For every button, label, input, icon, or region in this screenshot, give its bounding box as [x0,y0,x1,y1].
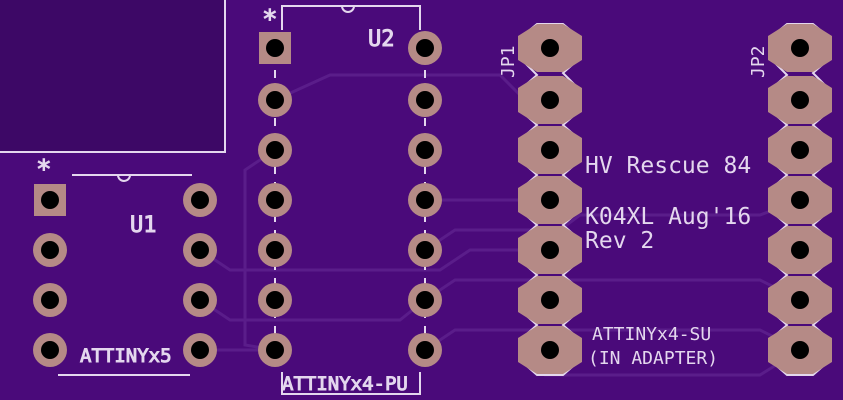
u2-pad [258,133,292,167]
drill-hole [266,39,284,57]
jp2-pad [768,326,832,374]
drill-hole [41,241,59,259]
board-outline [0,0,226,153]
trace [424,198,801,252]
jp2-pad [768,276,832,324]
u2-pad [258,283,292,317]
drill-hole [191,341,209,359]
jp1-pad [518,226,582,274]
u1-pad [183,183,217,217]
pads [33,24,832,374]
note-author-date: K04XL Aug'16 [585,204,751,230]
jp2-pad [768,24,832,72]
jp1-pad [518,76,582,124]
note-title: HV Rescue 84 [585,153,751,179]
jp1-pad [518,126,582,174]
drill-hole [416,341,434,359]
drill-hole [791,291,809,309]
u1-notch [117,174,131,182]
drill-hole [266,341,284,359]
drill-hole [541,241,559,259]
u1-part-label: ATTINYx5 [80,345,172,367]
u1-pad [183,333,217,367]
drill-hole [791,191,809,209]
drill-hole [266,91,284,109]
drill-hole [791,141,809,159]
trace [199,248,525,272]
drill-hole [266,191,284,209]
note-revision: Rev 2 [585,228,654,254]
jp1-pad [518,176,582,224]
u1-designator: U1 [130,213,157,238]
u2-notch [341,5,355,13]
drill-hole [541,341,559,359]
u2-pad [408,233,442,267]
trace [274,73,527,102]
drill-hole [416,291,434,309]
drill-hole [41,291,59,309]
u2-pad [258,183,292,217]
u1-silkscreen: * U1 ATTINYx5 [36,155,192,376]
u1-pad [33,333,67,367]
drill-hole [191,291,209,309]
u2-part-label: ATTINYx4-PU [282,373,408,395]
drill-hole [41,341,59,359]
u2-pad [408,283,442,317]
u1-pad [183,233,217,267]
drill-hole [266,241,284,259]
drill-hole [791,241,809,259]
u1-pin1-marker: * [36,155,52,185]
u2-pad [408,133,442,167]
u1-pad [33,233,67,267]
drill-hole [416,141,434,159]
drill-hole [416,91,434,109]
drill-hole [541,91,559,109]
drill-hole [266,291,284,309]
u2-silkscreen: * U2 ATTINYx4-PU [262,5,426,396]
u2-outline-top [281,5,421,30]
u2-pin1-marker: * [262,5,278,35]
drill-hole [541,39,559,57]
jp1-pad [518,326,582,374]
u2-pad [408,183,442,217]
drill-hole [541,191,559,209]
jp1-designator: JP1 [498,45,519,78]
drill-hole [266,141,284,159]
jp2-pad [768,126,832,174]
drill-hole [541,291,559,309]
u2-pad [408,31,442,65]
u2-pad [259,32,291,64]
board-notch [0,0,225,152]
u2-pad [408,83,442,117]
u2-pad [258,233,292,267]
u2-outline-bottom [281,372,421,395]
drill-hole [791,341,809,359]
note-adapter-hint: (IN ADAPTER) [588,348,718,369]
jp2-pad [768,226,832,274]
drill-hole [41,191,59,209]
drill-hole [191,241,209,259]
u2-pad [408,333,442,367]
jp2-pad [768,76,832,124]
u2-pad [258,333,292,367]
jp1-pad [518,276,582,324]
drill-hole [791,39,809,57]
drill-hole [791,91,809,109]
jp1-pad [518,24,582,72]
u1-pad [34,184,66,216]
drill-hole [416,39,434,57]
drill-hole [416,191,434,209]
drill-hole [541,141,559,159]
jp2-designator: JP2 [748,45,769,78]
u2-designator: U2 [368,27,395,52]
note-adapter-part: ATTINYx4-SU [592,324,711,345]
drill-hole [191,191,209,209]
u2-pad [258,83,292,117]
u1-pad [33,283,67,317]
jp2-pad [768,176,832,224]
u1-pad [183,283,217,317]
drill-hole [416,241,434,259]
